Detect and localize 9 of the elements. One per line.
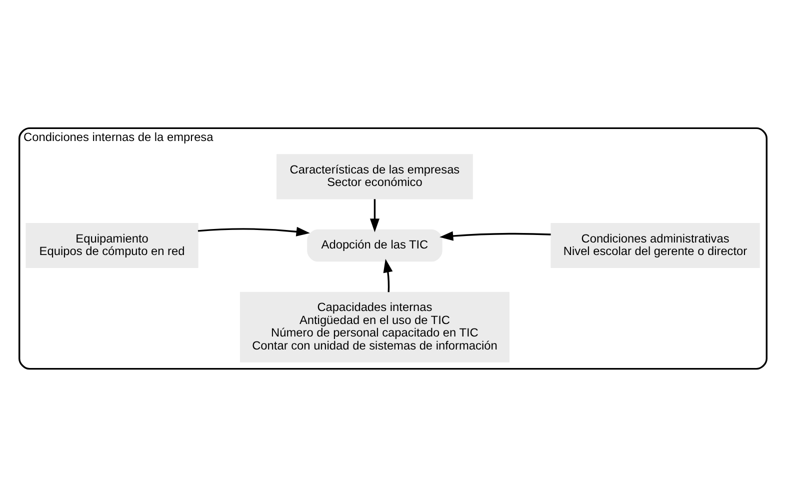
arrow — [198, 226, 310, 236]
arrow — [370, 199, 380, 232]
arrow — [383, 258, 393, 292]
node-box: Capacidades internas Antigüedad en el uso de TIC Número de personal capacitado en TIC Contar con unidad de sistemas de información — [240, 292, 510, 362]
node-box: Características de las empresas Sector económico — [276, 154, 473, 200]
arrow — [440, 231, 551, 241]
node-box: Adopción de las TIC — [307, 229, 442, 262]
node-box: Equipamiento Equipos de cómputo en red — [26, 223, 198, 268]
node-box: Condiciones administrativas Nivel escolar del gerente o director — [550, 223, 760, 268]
